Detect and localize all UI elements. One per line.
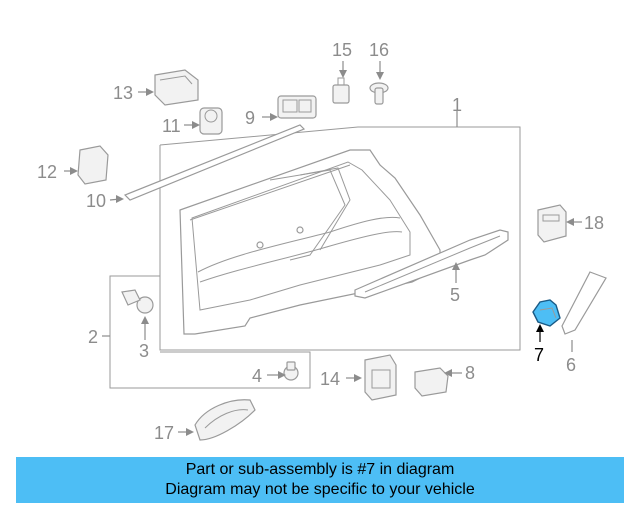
callout-9: 9: [245, 108, 255, 128]
callout-17: 17: [154, 423, 174, 443]
callout-6: 6: [566, 355, 576, 375]
callout-8: 8: [465, 363, 475, 383]
callout-2: 2: [88, 327, 98, 347]
switch-part-8[interactable]: [414, 367, 449, 397]
parts-diagram: 1 2 3 4 5 6 7 8 9 10 11 12 13 14 15 16 1…: [37, 40, 607, 443]
banner-line-part-reference: Part or sub-assembly is #7 in diagram: [185, 461, 455, 478]
switch-part-14[interactable]: [364, 354, 397, 401]
switch-block-part-13[interactable]: [154, 69, 199, 106]
clip-part-15[interactable]: [332, 77, 350, 104]
callout-16: 16: [369, 40, 389, 60]
clip-part-7-highlighted[interactable]: [532, 299, 561, 327]
push-pin-part-16[interactable]: [369, 82, 389, 105]
callout-1: 1: [452, 95, 462, 115]
callout-13: 13: [113, 83, 133, 103]
lock-knob-part-3[interactable]: [121, 289, 154, 314]
callout-14: 14: [320, 369, 340, 389]
handle-bezel-part-17[interactable]: [194, 399, 256, 441]
callout-15: 15: [332, 40, 352, 60]
mirror-switch-part-11[interactable]: [199, 107, 223, 135]
banner-line-disclaimer: Diagram may not be specific to your vehi…: [165, 481, 475, 498]
assembly-frame-2: [109, 275, 311, 389]
trim-part-6[interactable]: [561, 271, 607, 335]
callout-18: 18: [584, 213, 604, 233]
info-banner: Part or sub-assembly is #7 in diagram Di…: [16, 457, 624, 503]
callout-10: 10: [86, 191, 106, 211]
window-switch-part-9[interactable]: [277, 95, 317, 119]
module-part-18[interactable]: [537, 204, 567, 243]
callout-3: 3: [139, 341, 149, 361]
trim-strip-part-10[interactable]: [123, 124, 306, 201]
callout-7: 7: [534, 345, 544, 365]
door-panel-part-1[interactable]: [179, 149, 441, 335]
callout-5: 5: [450, 285, 460, 305]
assembly-frame-1: [159, 126, 521, 351]
clip-part-4[interactable]: [283, 361, 299, 381]
callout-11: 11: [162, 116, 181, 136]
callout-4: 4: [252, 366, 262, 386]
switch-part-12[interactable]: [77, 145, 109, 185]
callout-12: 12: [37, 162, 57, 182]
